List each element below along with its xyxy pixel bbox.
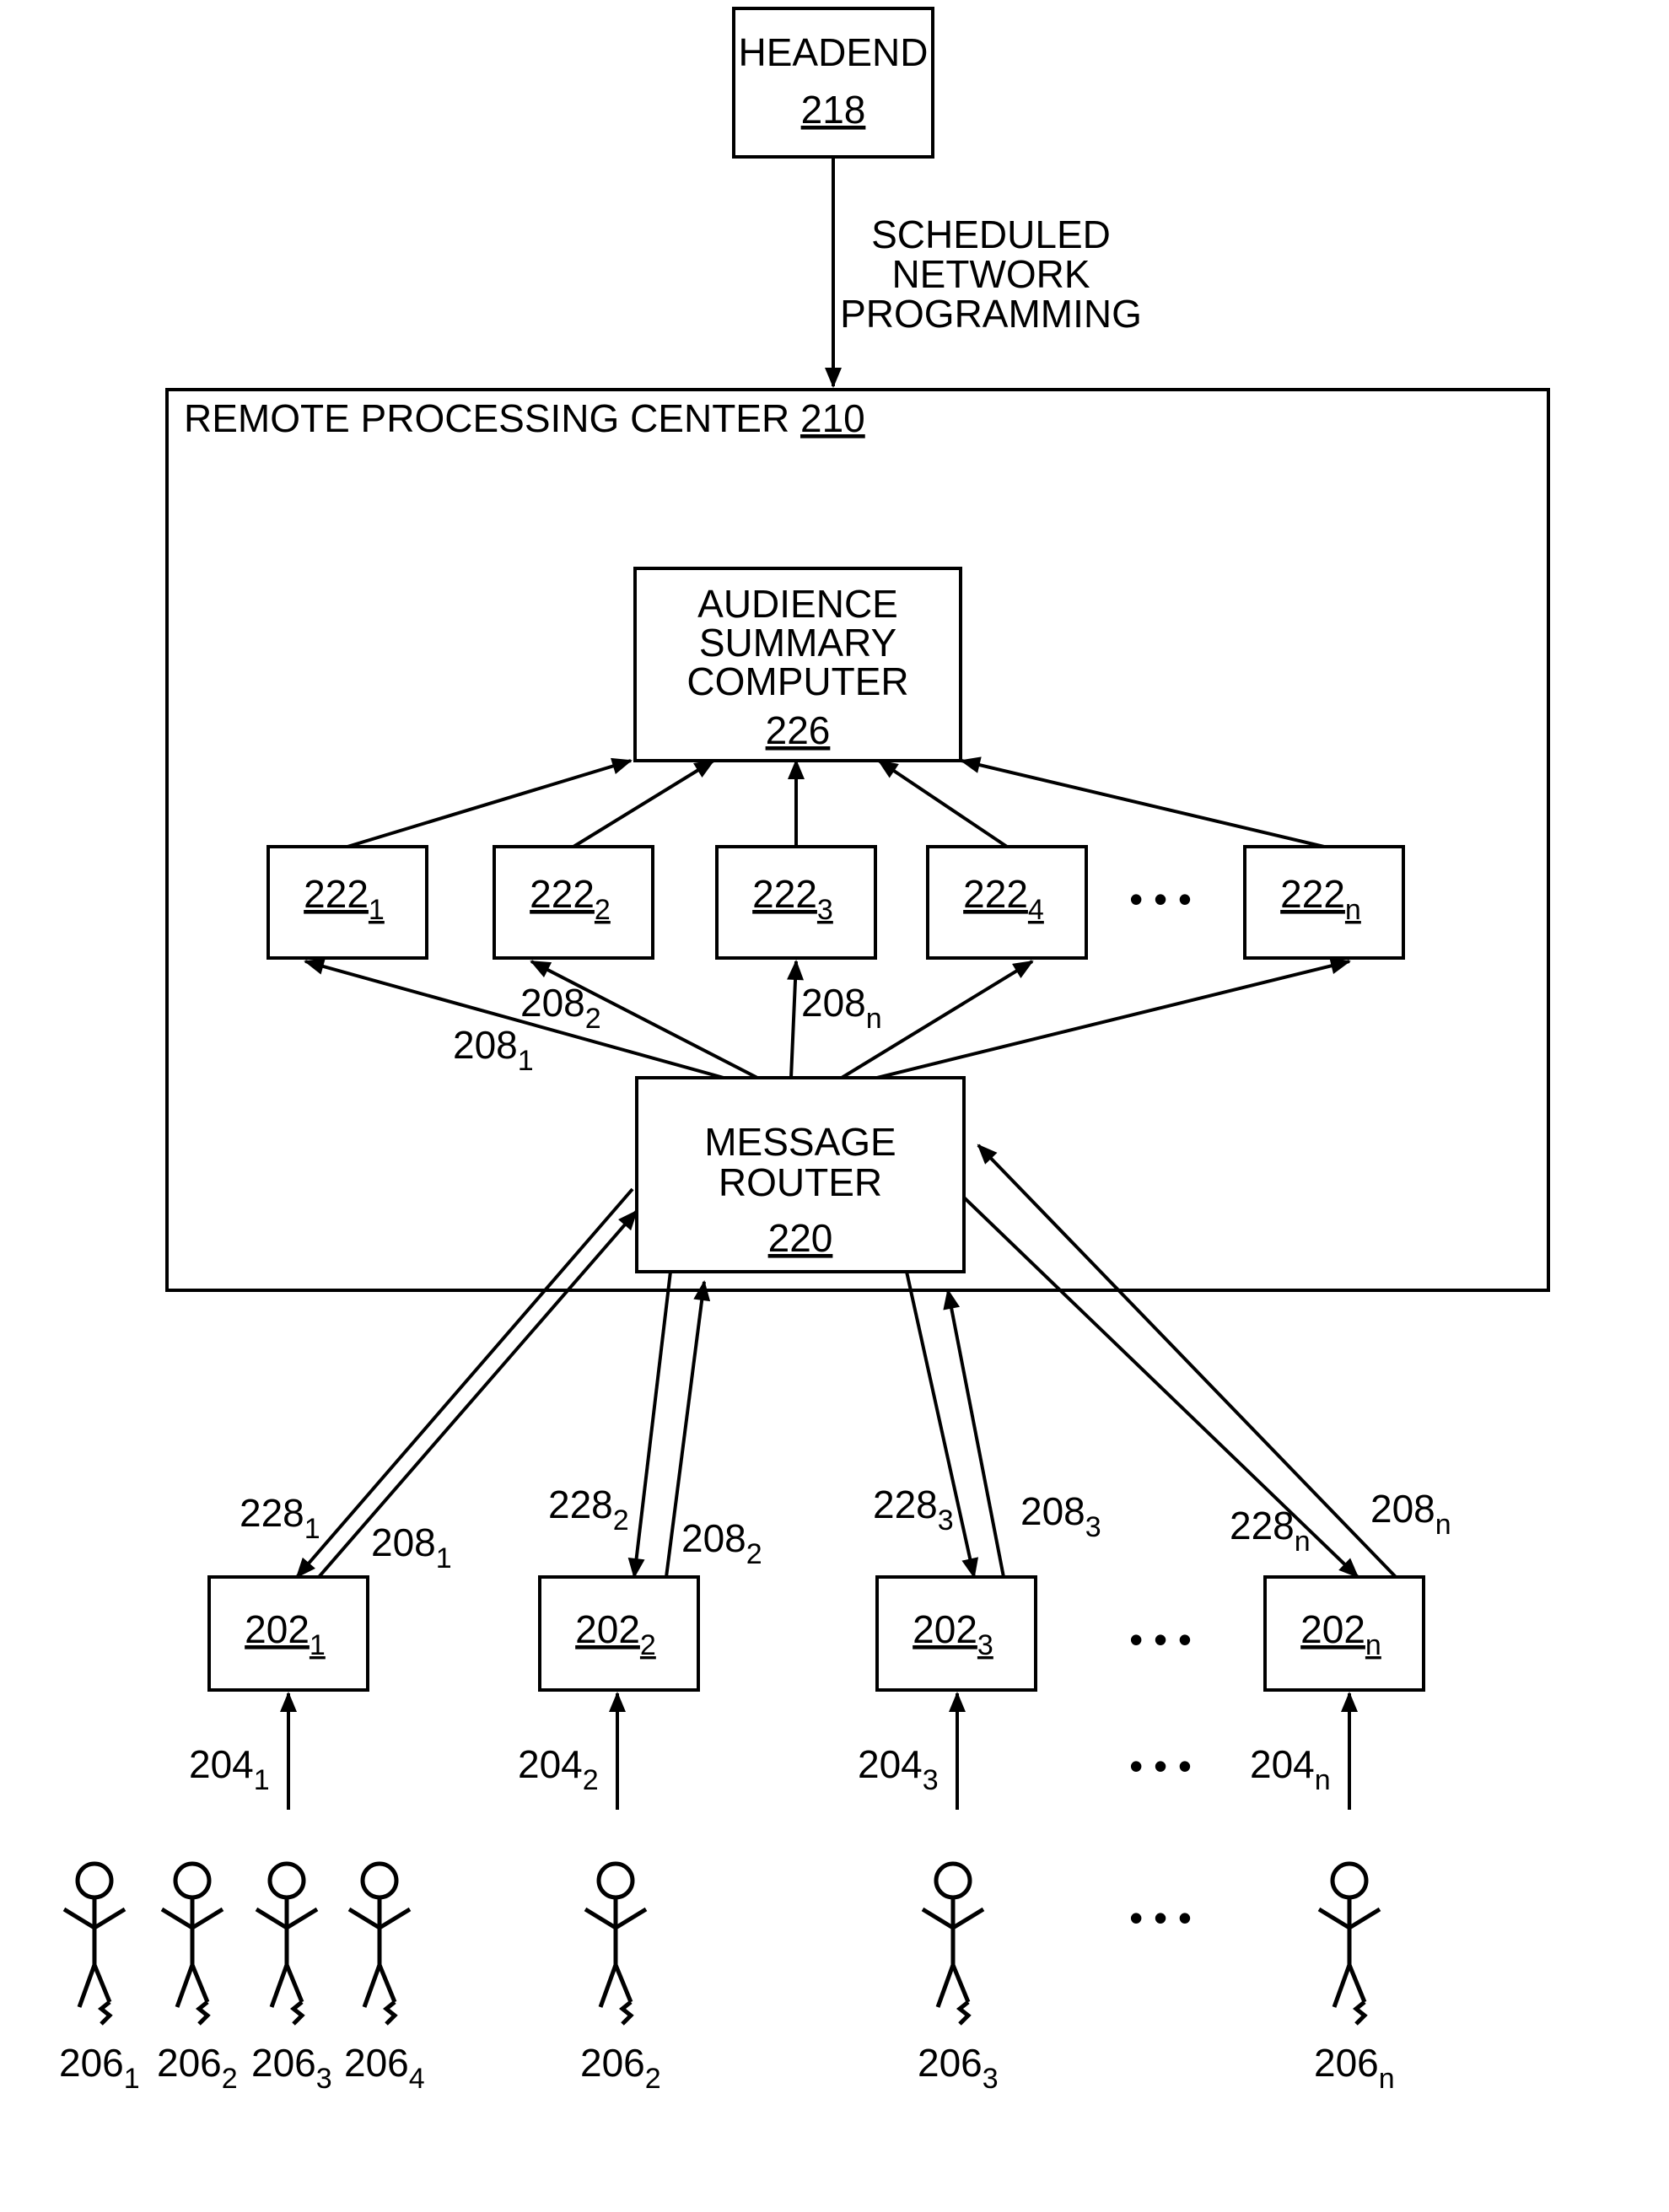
up-link-label-1: 2081 <box>371 1520 452 1574</box>
viewer-icon-4 <box>349 1864 410 2024</box>
viewer-label-1: 2061 <box>59 2041 140 2095</box>
processor-to-asc-arrow-2 <box>573 761 713 847</box>
viewer-label-3: 2063 <box>251 2041 332 2095</box>
center-label: REMOTE PROCESSING CENTER 210 <box>184 396 865 440</box>
headend-box: HEADEND 218 <box>734 8 933 157</box>
svg-text:SCHEDULED: SCHEDULED <box>871 213 1111 256</box>
audience-summary-computer: AUDIENCE SUMMARY COMPUTER 226 <box>635 568 961 761</box>
svg-text:ROUTER: ROUTER <box>719 1160 882 1204</box>
processor-to-asc-arrow-n <box>961 761 1324 847</box>
down-link-label-3: 2283 <box>873 1483 954 1537</box>
up-link-label-n: 208n <box>1370 1487 1451 1541</box>
viewer-icon-3 <box>256 1864 317 2024</box>
processor-ellipsis: • • • <box>1129 877 1192 921</box>
viewer-icon-6 <box>923 1864 983 2024</box>
svg-text:AUDIENCE: AUDIENCE <box>697 582 898 626</box>
viewer-icon-1 <box>64 1864 125 2024</box>
inner-link-label-1: 2081 <box>453 1023 534 1077</box>
down-link-label-1: 2281 <box>240 1491 320 1545</box>
up-link-arrow-3 <box>948 1290 1004 1577</box>
svg-text:COMPUTER: COMPUTER <box>686 659 908 703</box>
viewer-icon-7 <box>1319 1864 1380 2024</box>
router-to-processor-arrow-n <box>877 961 1349 1078</box>
down-link-label-2: 2282 <box>548 1483 629 1537</box>
viewer-label-5: 2062 <box>580 2041 661 2095</box>
viewer-label-7: 206n <box>1314 2041 1395 2095</box>
device-ellipsis: • • • <box>1129 1617 1192 1661</box>
viewer-label-2: 2062 <box>157 2041 238 2095</box>
svg-text:PROGRAMMING: PROGRAMMING <box>840 292 1142 336</box>
input-label-n: 204n <box>1250 1742 1331 1796</box>
input-label-3: 2043 <box>858 1742 939 1796</box>
inner-link-label-n: 208n <box>801 981 882 1035</box>
router-to-processor-arrow-3 <box>791 961 796 1078</box>
input-ellipsis: • • • <box>1129 1744 1192 1788</box>
viewer-ellipsis: • • • <box>1129 1896 1192 1940</box>
message-router: MESSAGE ROUTER 220 <box>637 1078 964 1272</box>
svg-text:NETWORK: NETWORK <box>891 252 1090 296</box>
up-link-label-3: 2083 <box>1020 1489 1101 1543</box>
headend-label: HEADEND <box>739 30 929 74</box>
viewer-icon-5 <box>585 1864 646 2024</box>
input-label-2: 2042 <box>518 1742 599 1796</box>
svg-text:MESSAGE: MESSAGE <box>704 1120 896 1164</box>
viewer-label-6: 2063 <box>918 2041 999 2095</box>
down-link-arrow-2 <box>634 1272 670 1577</box>
svg-text:226: 226 <box>766 708 831 752</box>
svg-text:SUMMARY: SUMMARY <box>699 621 896 665</box>
svg-text:220: 220 <box>768 1216 833 1260</box>
viewer-label-4: 2064 <box>344 2041 425 2095</box>
processor-to-asc-arrow-1 <box>347 761 631 847</box>
input-label-1: 2041 <box>189 1742 270 1796</box>
up-link-label-2: 2082 <box>681 1516 762 1570</box>
viewer-icon-2 <box>162 1864 223 2024</box>
headend-ref: 218 <box>801 88 866 132</box>
processor-to-asc-arrow-4 <box>879 761 1007 847</box>
inner-link-label-2: 2082 <box>520 981 601 1035</box>
down-link-label-n: 228n <box>1230 1504 1311 1558</box>
scheduled-programming-label: SCHEDULED NETWORK PROGRAMMING <box>840 213 1142 336</box>
